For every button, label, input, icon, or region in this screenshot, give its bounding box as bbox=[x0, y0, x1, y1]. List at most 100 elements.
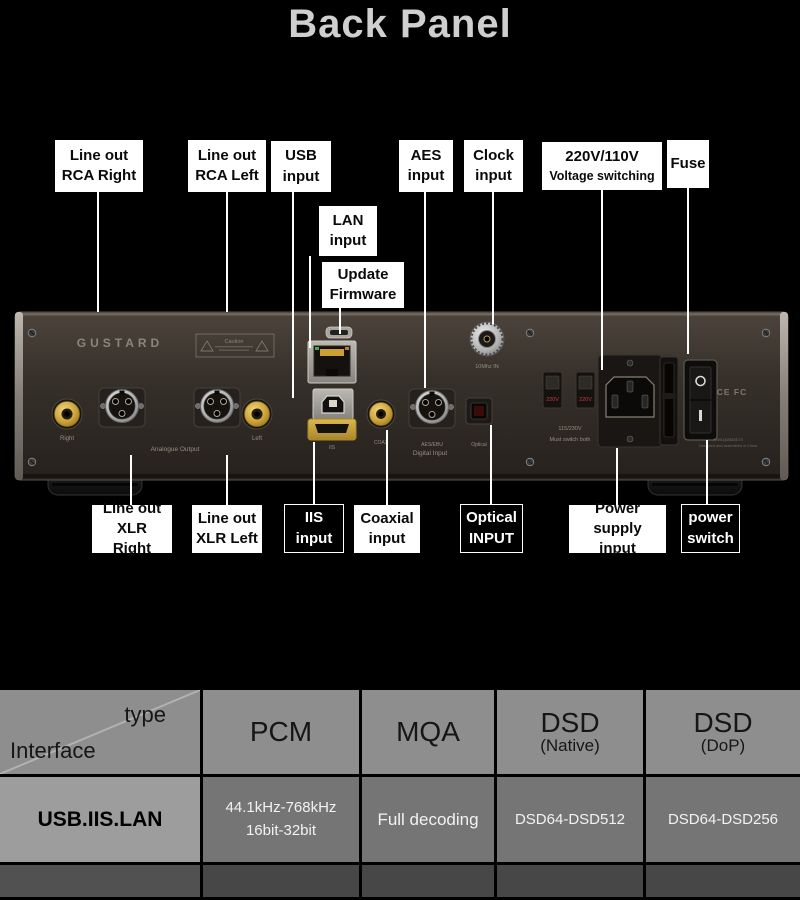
power-rocker-switch bbox=[683, 359, 718, 441]
callout-aes-input: AES input bbox=[399, 140, 453, 192]
cell-interface-value: USB.IIS.LAN bbox=[0, 777, 200, 862]
callout-power-supply-input: Power supply input bbox=[569, 500, 666, 557]
coax-jack bbox=[366, 399, 396, 429]
column-label: PCM bbox=[249, 716, 313, 748]
header-cell-dsd-dop: DSD (DoP) bbox=[646, 690, 800, 774]
callout-text: Coaxial bbox=[360, 509, 414, 527]
callout-line-out-rca-left: Line out RCA Left bbox=[188, 140, 266, 192]
pcm-rate: 44.1kHz-768kHz bbox=[225, 799, 337, 816]
aes-label: AES/EBU bbox=[421, 442, 443, 448]
panel-bottom-shade bbox=[23, 474, 780, 478]
voltage-switch-1-label: 220V bbox=[546, 397, 559, 403]
voltage-note-2: Must switch both bbox=[550, 437, 591, 443]
column-label: DSD bbox=[540, 706, 600, 738]
analogue-output-label: Analogue Output bbox=[151, 446, 200, 453]
cell-mqa-value: Full decoding bbox=[362, 777, 494, 862]
callout-text: Clock bbox=[473, 146, 514, 164]
column-sublabel: (Native) bbox=[540, 736, 600, 756]
lan-port bbox=[307, 340, 357, 384]
callout-text: RCA Right bbox=[61, 167, 137, 184]
corner-interface-label: Interface bbox=[10, 738, 96, 763]
column-label: DSD bbox=[693, 706, 753, 738]
leader-line bbox=[97, 192, 99, 312]
voltage-switch-2: 220V bbox=[575, 371, 596, 409]
callout-text: Line out bbox=[197, 146, 257, 164]
callout-text: input bbox=[407, 167, 445, 184]
callout-update-firmware: Update Firmware bbox=[322, 262, 404, 308]
cell-dsd-native-value: DSD64-DSD512 bbox=[497, 777, 643, 862]
dsd-dop-value: DSD64-DSD256 bbox=[667, 811, 779, 828]
cell-pcm-value: 44.1kHz-768kHz 16bit-32bit bbox=[203, 777, 359, 862]
aes-xlr-connector bbox=[408, 388, 456, 429]
page-title: Back Panel bbox=[288, 2, 512, 46]
right-channel-label: Right bbox=[60, 436, 74, 442]
callout-text: Firmware bbox=[329, 286, 397, 303]
table-footer-cell bbox=[203, 865, 359, 897]
header-cell-mqa: MQA bbox=[362, 690, 494, 774]
callout-text: XLR Right bbox=[112, 519, 152, 558]
voltage-note-1: 115/230V bbox=[558, 426, 581, 432]
brand-logo: GUSTARD bbox=[77, 336, 163, 350]
header-cell-pcm: PCM bbox=[203, 690, 359, 774]
voltage-switch-1: 220V bbox=[542, 371, 563, 409]
callout-text: Line out bbox=[197, 509, 257, 527]
callout-coaxial-input: Coaxial input bbox=[354, 505, 420, 553]
leader-line bbox=[490, 425, 492, 504]
callout-text: Power supply bbox=[593, 499, 642, 537]
callout-optical-input: Optical INPUT bbox=[460, 504, 523, 553]
callout-text: input bbox=[282, 167, 320, 185]
spec-table: type Interface PCM MQA DSD (Native) DSD … bbox=[0, 690, 800, 900]
callout-text: XLR Left bbox=[196, 530, 258, 547]
panel-screws bbox=[27, 328, 771, 467]
callout-text: Line out bbox=[69, 146, 129, 164]
fuse-holder bbox=[659, 356, 679, 446]
table-footer-cell bbox=[0, 865, 200, 897]
pcm-depth: 16bit-32bit bbox=[245, 821, 317, 839]
clock-label: 10Mhz IN bbox=[475, 364, 499, 370]
callout-line-out-xlr-left: Line out XLR Left bbox=[192, 505, 262, 553]
voltage-switch-2-label: 220V bbox=[579, 397, 592, 403]
leader-line bbox=[386, 430, 388, 505]
caution-text: Caution bbox=[225, 339, 244, 345]
leader-line bbox=[292, 192, 294, 398]
leader-line bbox=[226, 192, 228, 312]
xlr-left-connector bbox=[193, 387, 241, 428]
callout-line-out-xlr-right: Line out XLR Right bbox=[92, 500, 172, 557]
callout-line-out-rca-right: Line out RCA Right bbox=[55, 140, 143, 192]
callout-text: IIS bbox=[304, 509, 324, 527]
leader-line bbox=[339, 308, 341, 334]
column-sublabel: (DoP) bbox=[700, 736, 746, 756]
leader-line bbox=[130, 455, 132, 505]
callout-text: input bbox=[295, 529, 333, 547]
table-footer-cell bbox=[362, 865, 494, 897]
panel-top-highlight bbox=[23, 313, 780, 316]
made-in-label: Designed and assembled in China bbox=[699, 444, 758, 448]
mqa-value: Full decoding bbox=[377, 809, 479, 829]
callout-text: Optical bbox=[466, 509, 517, 527]
power-on-symbol bbox=[699, 410, 702, 421]
leader-line bbox=[424, 192, 426, 388]
iis-label: IIS bbox=[329, 445, 336, 451]
callout-text: 220V/110V bbox=[565, 148, 639, 166]
callout-text: input bbox=[599, 540, 636, 558]
callout-text: switch bbox=[687, 529, 734, 547]
leader-line bbox=[492, 192, 494, 324]
callout-text: AES bbox=[410, 146, 442, 164]
leader-line bbox=[687, 188, 689, 354]
iec-power-inlet bbox=[597, 354, 663, 448]
callout-usb-input: USB input bbox=[271, 141, 331, 192]
callout-text: LAN bbox=[332, 211, 364, 229]
leader-line bbox=[309, 256, 311, 348]
bnc-clock-input bbox=[469, 321, 505, 357]
callout-clock-input: Clock input bbox=[464, 140, 523, 192]
rca-right-jack bbox=[51, 398, 83, 430]
callout-text: Line out bbox=[102, 499, 162, 517]
caution-label: Caution bbox=[195, 333, 275, 358]
coax-label: COAX bbox=[374, 440, 389, 446]
panel-left-edge bbox=[15, 312, 23, 480]
callout-text: Fuse bbox=[670, 154, 706, 172]
brand-site: www.gustard.cn bbox=[713, 437, 743, 442]
table-footer-cell bbox=[646, 865, 800, 897]
digital-input-label: Digital Input bbox=[413, 450, 448, 457]
header-cell-dsd-native: DSD (Native) bbox=[497, 690, 643, 774]
